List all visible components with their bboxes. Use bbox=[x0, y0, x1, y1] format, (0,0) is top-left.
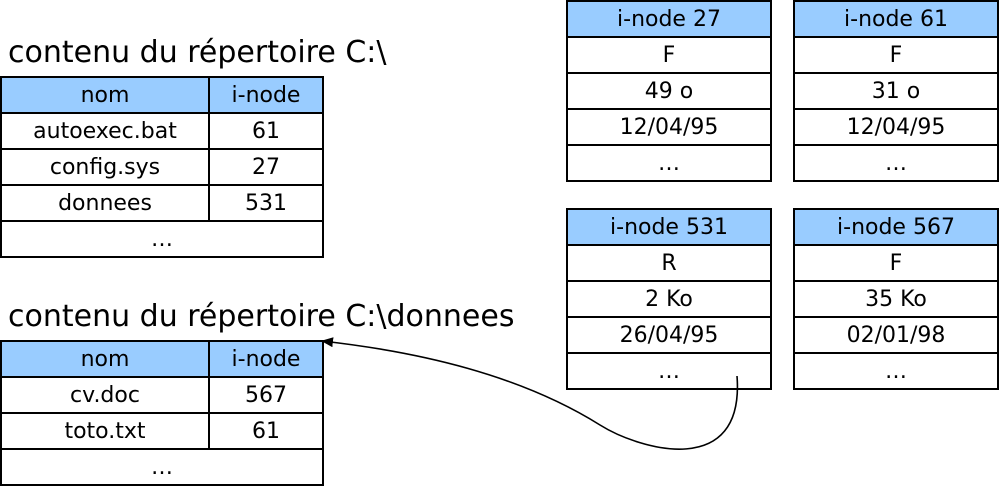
inode-size: 2 Ko bbox=[566, 280, 772, 318]
inode-ellipsis: … bbox=[566, 352, 772, 390]
directory-title-donnees: contenu du répertoire C:\donnees bbox=[8, 299, 515, 334]
entry-ellipsis: … bbox=[0, 448, 324, 486]
entry-inode: 27 bbox=[208, 148, 324, 186]
directory-table-root: nom i-node autoexec.bat 61 config.sys 27… bbox=[0, 76, 324, 258]
entry-inode: 567 bbox=[208, 376, 324, 414]
directory-table-donnees: nom i-node cv.doc 567 toto.txt 61 … bbox=[0, 340, 324, 486]
inode-ellipsis: … bbox=[566, 144, 772, 182]
inode-type: F bbox=[793, 244, 999, 282]
inode-type: F bbox=[793, 36, 999, 74]
inode-date: 02/01/98 bbox=[793, 316, 999, 354]
entry-name: config.sys bbox=[0, 148, 210, 186]
inode-type: F bbox=[566, 36, 772, 74]
entry-inode: 61 bbox=[208, 412, 324, 450]
inode-label: i-node 61 bbox=[793, 0, 999, 38]
directory-title-root: contenu du répertoire C:\ bbox=[8, 35, 387, 70]
table-row: cv.doc 567 bbox=[0, 376, 324, 414]
entry-name: autoexec.bat bbox=[0, 112, 210, 150]
entry-inode: 61 bbox=[208, 112, 324, 150]
column-header-inode: i-node bbox=[208, 340, 324, 378]
entry-inode: 531 bbox=[208, 184, 324, 222]
inode-ellipsis: … bbox=[793, 352, 999, 390]
table-row: autoexec.bat 61 bbox=[0, 112, 324, 150]
inode-box-61: i-node 61 F 31 o 12/04/95 … bbox=[793, 0, 999, 182]
inode-size: 31 o bbox=[793, 72, 999, 110]
entry-name: donnees bbox=[0, 184, 210, 222]
inode-box-531: i-node 531 R 2 Ko 26/04/95 … bbox=[566, 208, 772, 390]
entry-name: toto.txt bbox=[0, 412, 210, 450]
table-row-ellipsis: … bbox=[0, 448, 324, 486]
inode-label: i-node 567 bbox=[793, 208, 999, 246]
table-row: config.sys 27 bbox=[0, 148, 324, 186]
inode-date: 26/04/95 bbox=[566, 316, 772, 354]
table-row: toto.txt 61 bbox=[0, 412, 324, 450]
column-header-name: nom bbox=[0, 76, 210, 114]
inode-ellipsis: … bbox=[793, 144, 999, 182]
inode-date: 12/04/95 bbox=[566, 108, 772, 146]
inode-date: 12/04/95 bbox=[793, 108, 999, 146]
inode-type: R bbox=[566, 244, 772, 282]
table-row-ellipsis: … bbox=[0, 220, 324, 258]
inode-size: 35 Ko bbox=[793, 280, 999, 318]
inode-label: i-node 27 bbox=[566, 0, 772, 38]
inode-box-567: i-node 567 F 35 Ko 02/01/98 … bbox=[793, 208, 999, 390]
column-header-name: nom bbox=[0, 340, 210, 378]
table-row: donnees 531 bbox=[0, 184, 324, 222]
inode-box-27: i-node 27 F 49 o 12/04/95 … bbox=[566, 0, 772, 182]
column-header-inode: i-node bbox=[208, 76, 324, 114]
inode-label: i-node 531 bbox=[566, 208, 772, 246]
entry-ellipsis: … bbox=[0, 220, 324, 258]
inode-size: 49 o bbox=[566, 72, 772, 110]
entry-name: cv.doc bbox=[0, 376, 210, 414]
